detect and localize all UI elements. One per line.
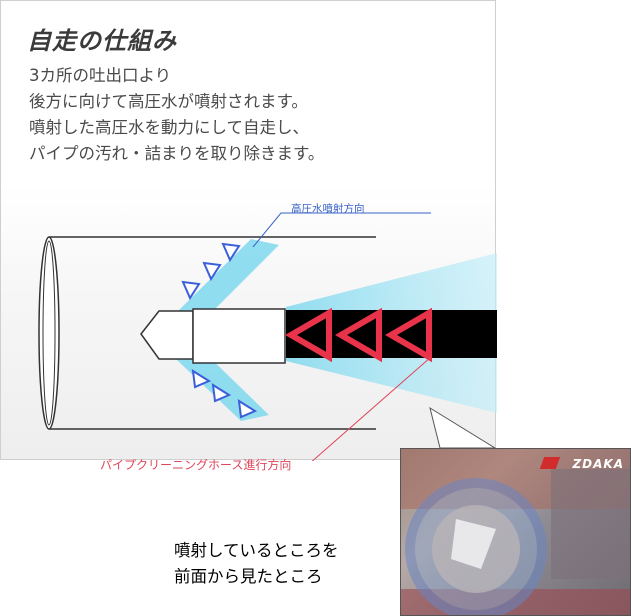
hose-arrow-icon xyxy=(335,307,382,363)
page-title: 自走の仕組み xyxy=(27,27,177,55)
jet-arrow-icon xyxy=(237,399,258,419)
description-line: 噴射した高圧水を動力にして自走し、 xyxy=(29,118,310,137)
caption-line: 噴射しているところを xyxy=(174,541,339,560)
jet-label-leader xyxy=(252,212,431,248)
jet-arrow-icon xyxy=(181,280,201,301)
description: 3カ所の吐出口より 後方に向けて高圧水が噴射されます。 噴射した高圧水を動力にし… xyxy=(29,63,324,167)
diagram-panel: 自走の仕組み 3カ所の吐出口より 後方に向けて高圧水が噴射されます。 噴射した高… xyxy=(0,0,497,461)
hose-arrow-icon xyxy=(285,307,332,363)
description-line: 3カ所の吐出口より xyxy=(29,66,172,85)
caption-line: 前面から見たところ xyxy=(174,567,323,586)
photo-caption: 噴射しているところを 前面から見たところ xyxy=(174,538,339,590)
pipe-diagram xyxy=(38,212,497,461)
description-line: パイプの汚れ・詰まりを取り除きます。 xyxy=(29,144,325,163)
front-view-photo: ZDAKA xyxy=(400,448,631,616)
jet-arrow-icon xyxy=(211,383,232,403)
hose-arrow-icon xyxy=(385,307,432,363)
hose-direction-label: パイプクリーニングホース進行方向 xyxy=(100,458,292,472)
jet-arrows-upper xyxy=(181,242,241,301)
jet-direction-label: 高圧水噴射方向 xyxy=(291,203,365,215)
pipe-front-view xyxy=(401,449,630,615)
hose-direction-arrows xyxy=(285,307,432,363)
jet-arrow-icon xyxy=(191,369,212,389)
description-line: 後方に向けて高圧水が噴射されます。 xyxy=(29,92,308,111)
nozzle-head xyxy=(140,308,286,364)
jet-arrows-lower xyxy=(191,369,258,419)
jet-arrow-icon xyxy=(221,242,241,263)
pipe-outline xyxy=(38,236,376,430)
jet-arrow-icon xyxy=(202,261,222,282)
brand-logo: ZDAKA xyxy=(572,457,624,471)
hose-label-leader xyxy=(311,356,432,461)
